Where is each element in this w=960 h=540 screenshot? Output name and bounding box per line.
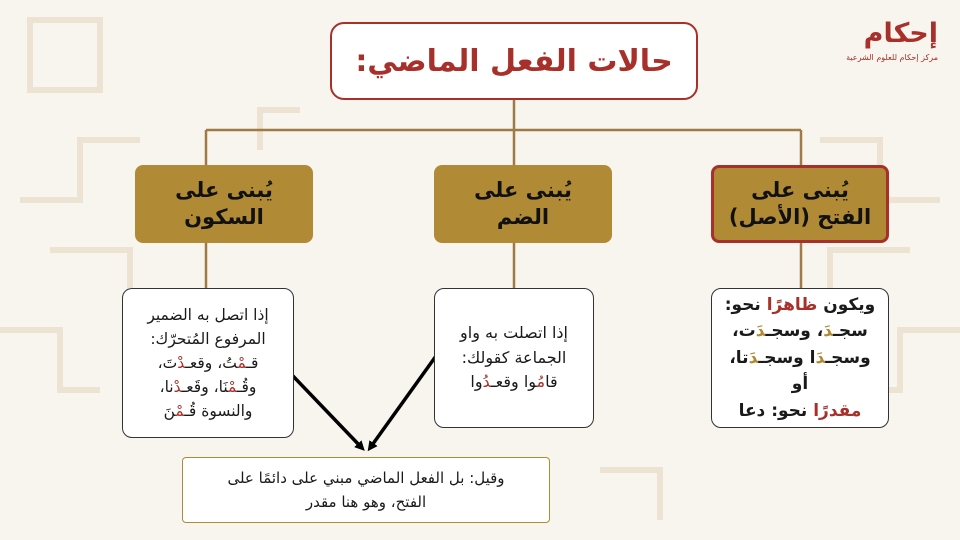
category-sukun-line1: يُبنى على <box>175 177 273 202</box>
detail-sukun-line4: وقُـمْنَا، وقَعـدْنا، <box>159 378 257 396</box>
note-line1: وقيل: بل الفعل الماضي مبني على دائمًا عل… <box>227 469 505 487</box>
category-damm-line2: الضم <box>496 205 550 229</box>
detail-damm-line2: الجماعة كقولك: <box>461 347 567 367</box>
detail-sukun-line3: قـمْتُ، وقعـدْتَ، <box>157 353 259 372</box>
detail-fath-line4: مقدرًا نحو: دعا <box>738 400 862 421</box>
category-fath-line1: يُبنى على <box>751 177 849 202</box>
detail-damm-line3: قامُوا وقعـدُوا <box>470 372 558 392</box>
category-fath: يُبنى على الفتح (الأصل) <box>711 165 889 243</box>
detail-sukun: إذا اتصل به الضمير المرفوع المُتحرّك: قـ… <box>122 288 294 438</box>
logo: إحكام مركز إحكام للعلوم الشرعية <box>846 18 938 90</box>
category-damm-line1: يُبنى على <box>474 177 572 202</box>
detail-sukun-line2: المرفوع المُتحرّك: <box>150 329 266 348</box>
detail-damm: إذا اتصلت به واو الجماعة كقولك: قامُوا و… <box>434 288 594 428</box>
detail-fath-line1: ويكون ظاهرًا نحو: <box>724 295 876 316</box>
category-sukun-line2: السكون <box>184 205 264 229</box>
category-sukun: يُبنى على السكون <box>135 165 313 243</box>
detail-sukun-line5: والنسوة قُـمْنَ <box>163 402 253 421</box>
note-box: وقيل: بل الفعل الماضي مبني على دائمًا عل… <box>182 457 550 523</box>
detail-damm-line1: إذا اتصلت به واو <box>460 322 568 342</box>
category-damm: يُبنى على الضم <box>434 165 612 243</box>
diagram-title: حالات الفعل الماضي: <box>330 22 698 100</box>
category-fath-line2: الفتح (الأصل) <box>728 205 872 229</box>
logo-wordmark: إحكام <box>863 18 938 49</box>
detail-fath: ويكون ظاهرًا نحو: سجـدَ، وسجـدَت، وسجـدَ… <box>711 288 889 428</box>
title-text: حالات الفعل الماضي: <box>355 43 673 79</box>
logo-subtitle: مركز إحكام للعلوم الشرعية <box>846 53 938 62</box>
detail-fath-line2: سجـدَ، وسجـدَت، <box>732 321 868 342</box>
detail-fath-line3: وسجـدَا وسجـدَتا، أو <box>729 347 871 395</box>
detail-sukun-line1: إذا اتصل به الضمير <box>147 305 269 324</box>
note-line2: الفتح، وهو هنا مقدر <box>305 493 427 511</box>
